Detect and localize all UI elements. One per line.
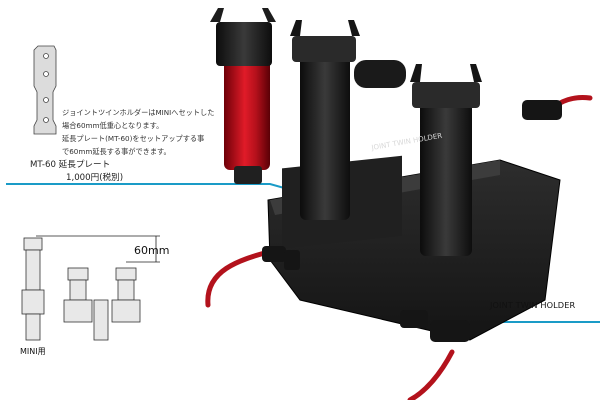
plate-price: 1,000円(税別): [66, 173, 124, 183]
note-line: ジョイントツインホルダーはMINIへセットした: [62, 108, 215, 117]
dimension-lines: [36, 235, 160, 263]
note-line: 場合60mm低重心となります。: [62, 121, 164, 130]
plate-name: MT-60 延長プレート: [30, 160, 111, 170]
product-label: JOINT TWIN HOLDER: [490, 300, 576, 310]
extension-plate-drawing: [33, 45, 57, 135]
note-line: で60mm延長する事ができます。: [62, 147, 171, 156]
black-rod-holders: [290, 20, 482, 256]
note-line: 延長プレート(MT-60)をセットアップする事: [62, 134, 205, 143]
mini-label: MINI用: [20, 347, 46, 356]
mini-drawings: [21, 237, 141, 341]
foam-grip: [354, 60, 406, 88]
dimension-label: 60mm: [134, 244, 170, 257]
red-rod-holder: [210, 8, 276, 184]
note-text: ジョイントツインホルダーはMINIへセットした 場合60mm低重心となります。 …: [62, 106, 272, 158]
side-knobs: [262, 100, 562, 342]
